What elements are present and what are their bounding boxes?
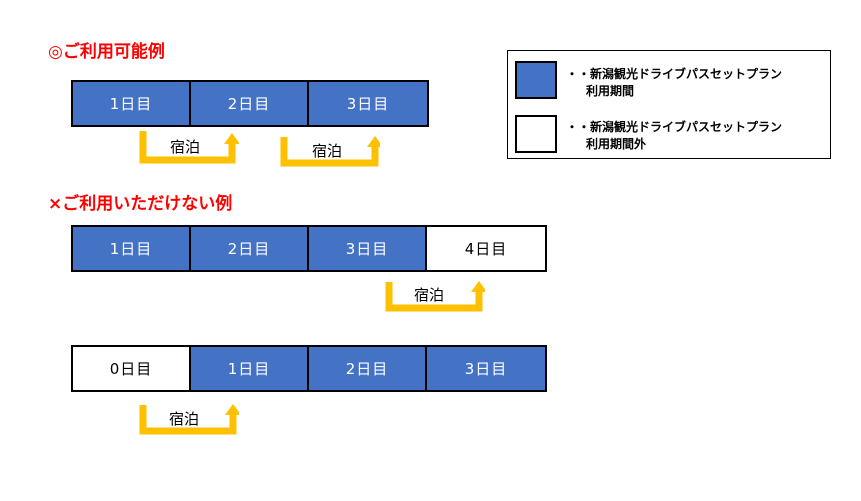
legend-out-period-label: ・・新潟観光ドライブパスセットプラン利用期間外 xyxy=(566,119,782,153)
legend-line: ・・新潟観光ドライブパスセットプラン xyxy=(566,67,783,81)
ok-example-timeline: 1日目 2日目 3日目 xyxy=(71,80,429,127)
legend-line: 利用期間外 xyxy=(586,137,647,151)
ng-example-title: ×ご利用いただけない例 xyxy=(48,194,233,214)
legend-in-period-swatch xyxy=(515,61,557,99)
ng-example-timeline-1: 1日目 2日目 3日目 4日目 xyxy=(71,225,547,272)
legend-out-period-swatch xyxy=(515,115,557,153)
day-cell: 1日目 xyxy=(191,347,309,390)
legend-line: ・・新潟観光ドライブパスセットプラン xyxy=(566,120,783,134)
day-cell: 3日目 xyxy=(309,227,427,270)
stay-arrow-icon xyxy=(280,136,380,167)
stay-label: 宿泊 xyxy=(169,410,200,428)
day-cell: 0日目 xyxy=(73,347,191,390)
day-cell: 4日目 xyxy=(427,227,545,270)
stay-arrow-icon xyxy=(385,281,485,312)
legend: ・・新潟観光ドライブパスセットプラン利用期間 ・・新潟観光ドライブパスセットプラ… xyxy=(507,50,831,159)
legend-in-period-label: ・・新潟観光ドライブパスセットプラン利用期間 xyxy=(566,66,782,100)
day-cell: 2日目 xyxy=(191,227,309,270)
day-cell: 2日目 xyxy=(309,347,427,390)
stay-label: 宿泊 xyxy=(312,142,343,160)
legend-line: 利用期間 xyxy=(586,84,635,98)
stay-arrow-icon xyxy=(139,131,239,164)
day-cell: 1日目 xyxy=(73,82,191,125)
day-cell: 2日目 xyxy=(191,82,309,125)
stay-label: 宿泊 xyxy=(414,286,445,304)
day-cell: 3日目 xyxy=(309,82,427,125)
day-cell: 3日目 xyxy=(427,347,545,390)
ng-example-timeline-2: 0日目 1日目 2日目 3日目 xyxy=(71,345,547,392)
stay-label: 宿泊 xyxy=(170,138,201,156)
day-cell: 1日目 xyxy=(73,227,191,270)
stay-arrow-icon xyxy=(139,404,239,435)
ok-example-title: ◎ご利用可能例 xyxy=(48,42,165,62)
